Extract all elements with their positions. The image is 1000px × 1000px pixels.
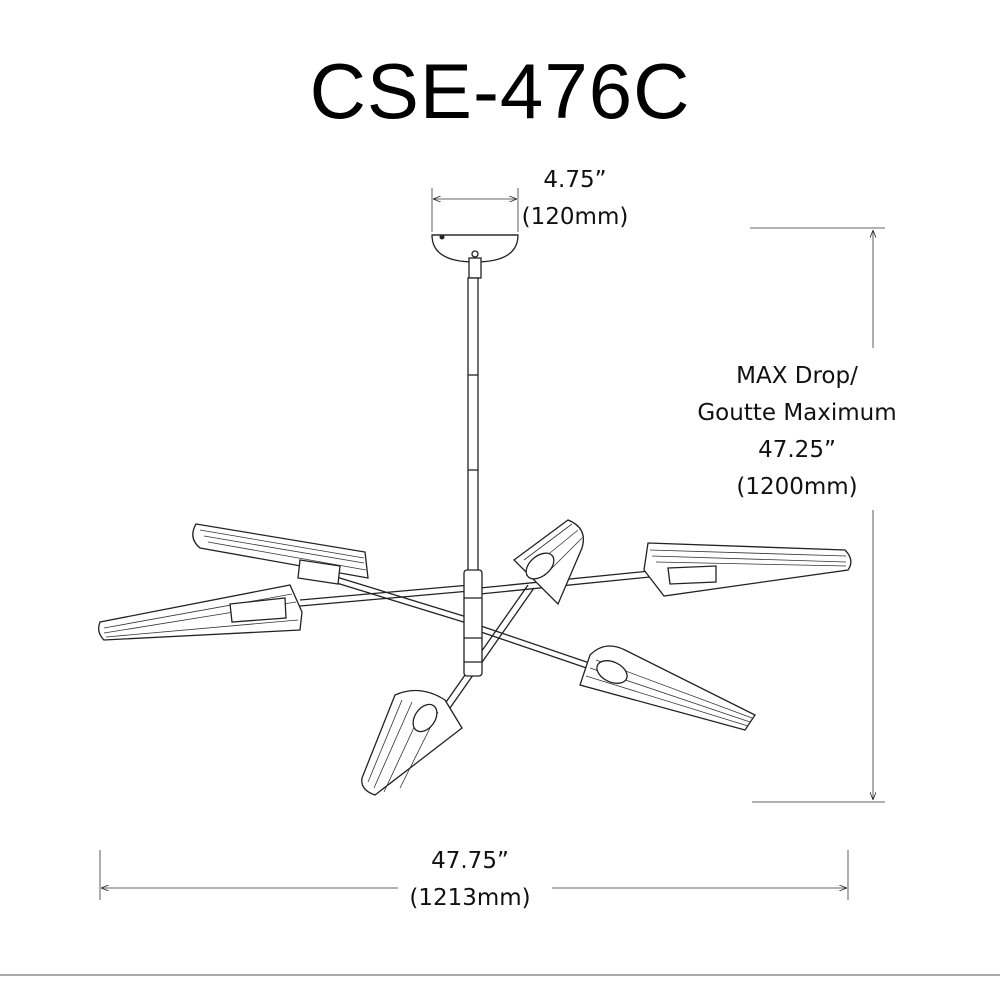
shade-center-upper bbox=[513, 519, 585, 606]
model-title: CSE-476C bbox=[309, 47, 691, 135]
shade-far-left bbox=[98, 584, 303, 641]
width-dimension-lines bbox=[99, 850, 849, 900]
drop-label-en: MAX Drop/ bbox=[736, 363, 858, 389]
shade-upper-left bbox=[192, 523, 369, 585]
shade-lower-right bbox=[579, 645, 756, 731]
drop-dimension-inches: 47.25” bbox=[758, 437, 836, 463]
shade-upper-right bbox=[643, 542, 852, 597]
drop-dimension-mm: (1200mm) bbox=[736, 474, 858, 500]
shade-lower-center bbox=[361, 689, 463, 796]
drop-dimension-lines bbox=[750, 227, 885, 803]
canopy-dimension-inches: 4.75” bbox=[543, 167, 607, 193]
canopy-dimension-lines bbox=[431, 188, 519, 232]
arms bbox=[299, 567, 681, 729]
width-dimension-inches: 47.75” bbox=[431, 848, 509, 874]
drop-dimension-label: MAX Drop/ Goutte Maximum 47.25” (1200mm) bbox=[672, 358, 922, 506]
canopy-dimension-mm: (120mm) bbox=[521, 204, 629, 230]
downrod bbox=[467, 277, 479, 579]
drop-label-fr: Goutte Maximum bbox=[697, 400, 897, 426]
center-hub bbox=[463, 569, 483, 677]
width-dimension-label: 47.75” (1213mm) bbox=[380, 843, 560, 917]
width-dimension-mm: (1213mm) bbox=[409, 885, 531, 911]
canopy bbox=[431, 234, 519, 279]
canopy-dimension-label: 4.75” (120mm) bbox=[490, 162, 660, 236]
